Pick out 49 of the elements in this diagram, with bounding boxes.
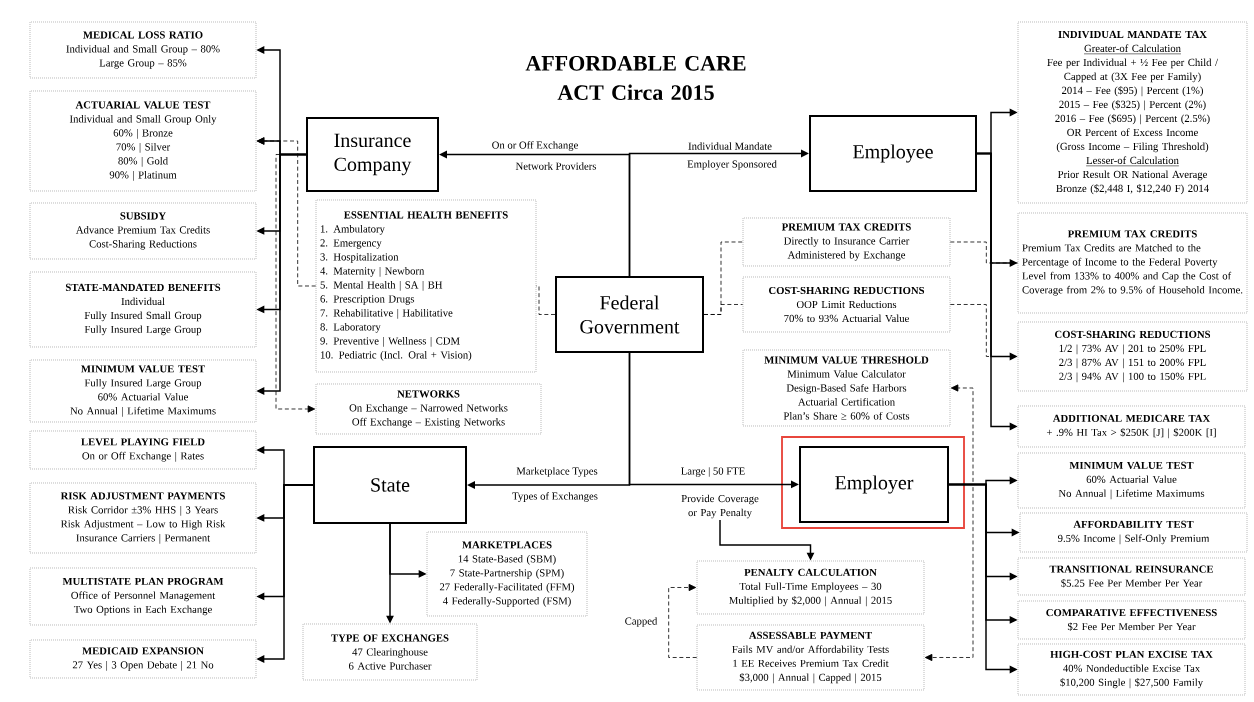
info-box: COST-SHARING REDUCTIONS OOP Limit Reductions 70% to 93% Actuarial Value [742, 276, 951, 333]
info-box: STATE-MANDATED BENEFITS Individual Fully Insured Small Group Fully Insured Large Group [29, 271, 257, 348]
info-box: ACTUARIAL VALUE TEST Individual and Small Group Only 60% | Bronze 70% | Silver 80% | Gold 90% | Platinum [29, 90, 257, 192]
edge-label: Marketplace Types [515, 465, 599, 479]
edge-label: Individual Mandate [686, 140, 774, 152]
info-box: INDIVIDUAL MANDATE TAX Greater-of Calculation Fee per Individual + ½ Fee per Child / Capped at (3X Fee per Family) 2014 – Fee ($95) | Percent (1%) 2015 – Fee ($325) | Percent (2%) 2016 – Fee ($695) | Percent (2.5%) OR Percent of Excess Income (Gross Income – Filing Threshold) Lesser-of Calculation Prior Result OR National Average Bronze ($2,448 I, $12,240 F) 2014 [1017, 21, 1248, 204]
entity-box: Federal Government [555, 276, 704, 353]
arrow [668, 583, 698, 658]
info-box: ADDITIONAL MEDICARE TAX + .9% HI Tax > $250K [J] | $200K [I] [1017, 405, 1246, 448]
info-box: RISK ADJUSTMENT PAYMENTS Risk Corridor ±3% HHS | 3 Years Risk Adjustment – Low to High Risk Insurance Carriers | Permanent [29, 482, 257, 554]
annotation-text: Provide Coverage or Pay Penalty [681, 494, 759, 519]
edge-label: On or Off Exchange [490, 139, 580, 153]
info-box: SUBSIDY Advance Premium Tax Credits Cost-Sharing Reductions [29, 202, 257, 260]
arrow [275, 154, 316, 413]
info-box: PREMIUM TAX CREDITS Directly to Insurance Carrier Administered by Exchange [742, 217, 951, 267]
info-box: MINIMUM VALUE TEST Fully Insured Large Group 60% Actuarial Value No Annual | Lifetime Maximums [29, 359, 257, 423]
arrow [924, 484, 974, 662]
info-box: TRANSITIONAL REINSURANCE $5.25 Fee Per Member Per Year [1017, 557, 1246, 596]
info-box: HIGH-COST PLAN EXCISE TAX 40% Nondeductible Excise Tax $10,200 Single | $27,500 Family [1017, 643, 1246, 696]
line-label: Types of Exchanges [512, 492, 598, 502]
entity-box: State [313, 446, 467, 524]
arrow [948, 384, 974, 485]
info-box: LEVEL PLAYING FIELD On or Off Exchange | Rates [29, 430, 257, 470]
entity-box: Employer [799, 446, 949, 523]
arrow [256, 137, 317, 287]
line-label: Employer Sponsored [687, 160, 777, 170]
info-box: NETWORKS On Exchange – Narrowed Networks Off Exchange – Existing Networks [315, 383, 542, 435]
title: AFFORDABLE CARE ACT Circa 2015 [525, 55, 746, 101]
info-box: ESSENTIAL HEALTH BENEFITS 1. Ambulatory 2. Emergency 3. Hospitalization 4. Maternity | Newborn 5. Mental Health | SA | BH 6. Prescription Drugs 7. Rehabilitative | Habilitative 8. Laboratory 9. Preventive | Wellness | CDM 10. Pediatric (Incl. Oral + Vision) [315, 199, 537, 373]
entity-box: Insurance Company [306, 117, 439, 192]
entity-box: Employee [809, 115, 977, 192]
info-box: PENALTY CALCULATION Total Full-Time Employees – 30 Multiplied by $2,000 | Annual | 2015 [696, 560, 925, 615]
info-box: MEDICAL LOSS RATIO Individual and Small Group – 80% Large Group – 85% [29, 21, 257, 79]
connector [535, 285, 556, 315]
info-box: PREMIUM TAX CREDITS Premium Tax Credits are Matched to the Percentage of Income to the Federal Poverty Level from 133% to 400% and Cap the Cost of Coverage from 2% to 9.5% of Household Income. [1017, 212, 1248, 314]
info-box: ASSESSABLE PAYMENT Fails MV and/or Affordability Tests 1 EE Receives Premium Tax Credit $3,000 | Annual | Capped | 2015 [696, 624, 925, 691]
info-box: TYPE OF EXCHANGES 47 Clearinghouse 6 Active Purchaser [302, 623, 478, 681]
edge-label: Large | 50 FTE [679, 465, 747, 479]
info-box: MINIMUM VALUE TEST 60% Actuarial Value No Annual | Lifetime Maximums [1017, 452, 1246, 509]
info-box: COST-SHARING REDUCTIONS 1/2 | 73% AV | 201 to 250% FPL 2/3 | 87% AV | 151 to 200% FPL 2/3 | 94% AV | 100 to 150% FPL [1017, 321, 1248, 392]
line-label: Network Providers [515, 162, 597, 170]
info-box: COMPARATIVE EFFECTIVENESS $2 Fee Per Member Per Year [1017, 600, 1246, 640]
info-box: MEDICAID EXPANSION 27 Yes | 3 Open Debate | 21 No [29, 639, 257, 679]
info-box: MARKETPLACES 14 State-Based (SBM) 7 State-Partnership (SPM) 27 Federally-Facilitated (FFM) 4 Federally-Supported (FSM) [426, 531, 588, 617]
edge-label: Capped [623, 615, 659, 629]
connector [703, 304, 744, 315]
info-box: AFFORDABILITY TEST 9.5% Income | Self-Only Premium [1019, 512, 1248, 553]
info-box: MULTISTATE PLAN PROGRAM Office of Personnel Management Two Options in Each Exchange [29, 567, 257, 626]
info-box: MINIMUM VALUE THRESHOLD Minimum Value Calculator Design-Based Safe Harbors Actuarial Certification Plan’s Share ≥ 60% of Costs [742, 349, 951, 427]
